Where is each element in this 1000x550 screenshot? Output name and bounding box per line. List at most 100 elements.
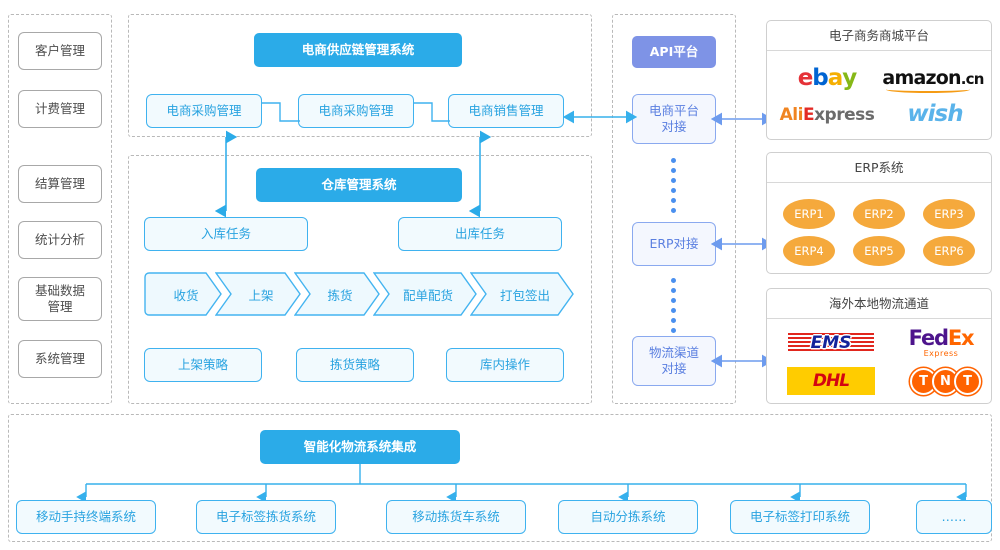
- api-platform-title: API平台: [632, 36, 716, 68]
- strategy-label: 上架策略: [177, 357, 228, 373]
- process-step-label: 打包签出: [499, 287, 550, 303]
- module-label: 电商销售管理: [468, 103, 544, 119]
- intelligent-logistics-title-label: 智能化物流系统集成: [303, 439, 417, 455]
- connector-ecommerce-platform[interactable]: 电商平台 对接: [632, 94, 716, 144]
- module-label: 电商采购管理: [318, 103, 394, 119]
- erp-label: ERP2: [864, 207, 894, 221]
- dotted-separator-lower: [671, 278, 676, 333]
- brand-logo-wish: wish: [907, 101, 963, 127]
- subsystem-mobile-handheld[interactable]: 移动手持终端系统: [16, 500, 156, 534]
- erp-system-item[interactable]: ERP1: [783, 199, 835, 229]
- sidebar-item-system[interactable]: 系统管理: [18, 340, 102, 378]
- arrow-api-to-logistics: [710, 354, 774, 368]
- subsystem-more[interactable]: ……: [916, 500, 992, 534]
- subsystem-label: ……: [941, 509, 967, 525]
- erp-label: ERP4: [794, 244, 824, 258]
- ecommerce-panel-title: 电子商务商城平台: [767, 21, 991, 51]
- carrier-logo-fedex: FedEx Express: [908, 326, 975, 358]
- module-label: 电商采购管理: [166, 103, 242, 119]
- task-label: 入库任务: [200, 226, 251, 242]
- module-link-1: [262, 100, 300, 124]
- arrow-api-to-ecommerce: [710, 112, 774, 126]
- erp-system-item[interactable]: ERP5: [853, 236, 905, 266]
- dotted-separator-upper: [671, 158, 676, 213]
- sidebar-item-label: 计费管理: [34, 101, 85, 117]
- connector-logistics-channel[interactable]: 物流渠道 对接: [632, 336, 716, 386]
- module-ec-procurement-1[interactable]: 电商采购管理: [146, 94, 262, 128]
- task-label: 出库任务: [454, 226, 505, 242]
- erp-system-item[interactable]: ERP6: [923, 236, 975, 266]
- supply-chain-title-label: 电商供应链管理系统: [301, 42, 415, 58]
- module-ec-sales[interactable]: 电商销售管理: [448, 94, 564, 128]
- warehouse-title-label: 仓库管理系统: [321, 177, 397, 193]
- strategy-in-warehouse-ops[interactable]: 库内操作: [446, 348, 564, 382]
- api-platform-panel: [612, 14, 736, 404]
- module-link-2: [414, 100, 450, 124]
- connector-label: ERP对接: [649, 236, 699, 252]
- process-step-packing[interactable]: 打包签出: [470, 272, 574, 316]
- subsystem-mobile-picking-cart[interactable]: 移动拣货车系统: [386, 500, 526, 534]
- sidebar-item-label: 基础数据 管理: [34, 283, 85, 314]
- logistics-panel-title: 海外本地物流通道: [767, 289, 991, 319]
- strategy-label: 库内操作: [479, 357, 530, 373]
- warehouse-panel: [128, 155, 592, 404]
- carrier-logo-ems: EMS: [783, 327, 879, 359]
- strategy-putaway[interactable]: 上架策略: [144, 348, 262, 382]
- warehouse-title: 仓库管理系统: [256, 168, 462, 202]
- sidebar-item-billing[interactable]: 计费管理: [18, 90, 102, 128]
- sidebar-item-label: 系统管理: [34, 351, 85, 367]
- sidebar-item-label: 统计分析: [34, 232, 85, 248]
- sidebar-item-settlement[interactable]: 结算管理: [18, 165, 102, 203]
- arrow-sales-to-api: [562, 110, 638, 124]
- connector-erp[interactable]: ERP对接: [632, 222, 716, 266]
- intelligent-logistics-panel: [8, 414, 992, 542]
- sidebar-item-basic-data[interactable]: 基础数据 管理: [18, 277, 102, 321]
- sidebar-item-statistics[interactable]: 统计分析: [18, 221, 102, 259]
- erp-label: ERP1: [794, 207, 824, 221]
- subsystem-auto-sorting[interactable]: 自动分拣系统: [558, 500, 698, 534]
- module-ec-procurement-2[interactable]: 电商采购管理: [298, 94, 414, 128]
- process-step-label: 收货: [173, 287, 199, 303]
- process-step-allocation[interactable]: 配单配货: [373, 272, 477, 316]
- task-inbound[interactable]: 入库任务: [144, 217, 308, 251]
- strategy-picking[interactable]: 拣货策略: [296, 348, 414, 382]
- intelligent-logistics-title: 智能化物流系统集成: [260, 430, 460, 464]
- subsystem-label: 自动分拣系统: [590, 509, 666, 525]
- erp-system-item[interactable]: ERP2: [853, 199, 905, 229]
- task-outbound[interactable]: 出库任务: [398, 217, 562, 251]
- supply-chain-panel: [128, 14, 592, 137]
- erp-panel-title: ERP系统: [767, 153, 991, 183]
- subsystem-label: 电子标签打印系统: [749, 509, 850, 525]
- supply-chain-title: 电商供应链管理系统: [254, 33, 462, 67]
- sidebar-item-customer[interactable]: 客户管理: [18, 32, 102, 70]
- subsystem-label: 电子标签拣货系统: [215, 509, 316, 525]
- subsystem-label: 移动手持终端系统: [35, 509, 136, 525]
- subsystem-tree-connector: [14, 464, 986, 508]
- connector-label: 电商平台 对接: [648, 103, 699, 134]
- process-step-putaway[interactable]: 上架: [215, 272, 301, 316]
- erp-system-item[interactable]: ERP4: [783, 236, 835, 266]
- process-step-label: 配单配货: [402, 287, 453, 303]
- subsystem-etag-printing[interactable]: 电子标签打印系统: [730, 500, 870, 534]
- process-step-receiving[interactable]: 收货: [144, 272, 222, 316]
- erp-label: ERP3: [934, 207, 964, 221]
- connector-label: 物流渠道 对接: [648, 345, 699, 376]
- arrow-sales-to-outbound: [468, 128, 492, 220]
- sidebar-item-label: 结算管理: [34, 176, 85, 192]
- erp-label: ERP6: [934, 244, 964, 258]
- process-step-label: 上架: [248, 287, 274, 303]
- process-step-picking[interactable]: 拣货: [294, 272, 380, 316]
- subsystem-etag-picking[interactable]: 电子标签拣货系统: [196, 500, 336, 534]
- process-step-label: 拣货: [327, 287, 353, 303]
- erp-system-item[interactable]: ERP3: [923, 199, 975, 229]
- left-management-panel: [8, 14, 112, 404]
- erp-label: ERP5: [864, 244, 894, 258]
- carrier-logo-dhl: DHL: [781, 365, 881, 397]
- arrow-procurement-to-inbound: [214, 128, 238, 220]
